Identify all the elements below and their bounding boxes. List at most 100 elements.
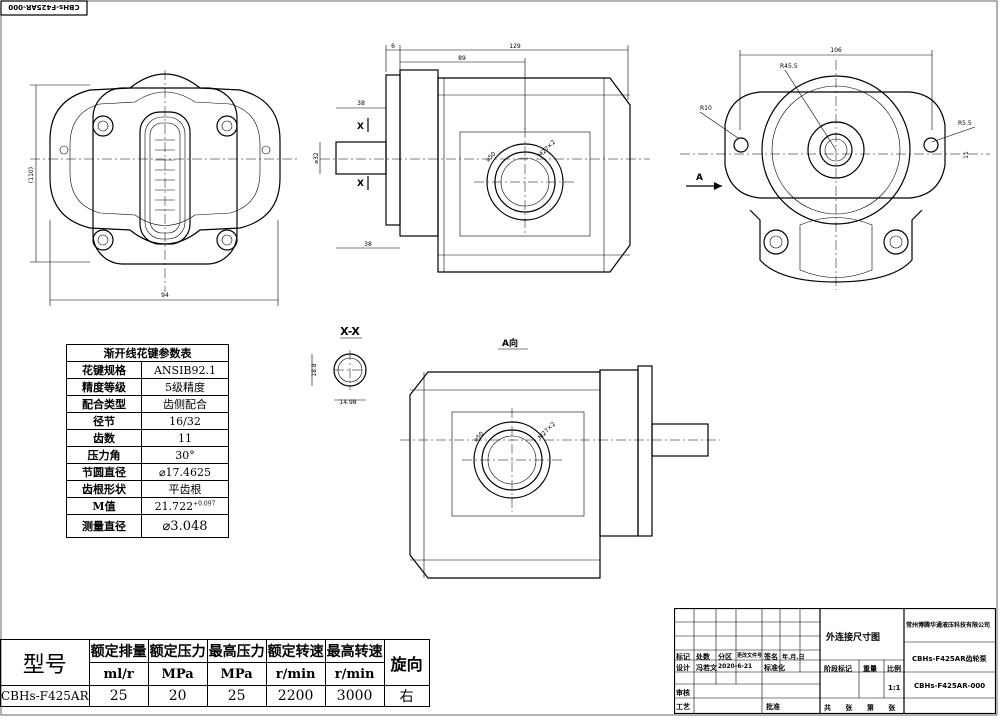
param-key: M值 — [66, 497, 142, 515]
dim-side-body: 89 — [458, 55, 466, 62]
dim-side-overall: 129 — [509, 43, 521, 50]
header-rated-pressure: 额定压力 — [147, 639, 208, 663]
table-row: 配合类型齿侧配合 — [66, 395, 229, 413]
title-block-grid — [674, 608, 996, 714]
dim-side-flange: 6 — [391, 43, 395, 50]
param-key: 测量直径 — [66, 514, 142, 538]
side-view: 6 129 89 38 38 ⌀32 ⌀50 M27×2 X X — [313, 43, 650, 273]
table-row: 齿根形状平齿根 — [66, 480, 229, 498]
a-view: A向 ⌀50 M27×2 — [400, 337, 720, 579]
stamp-box — [0, 0, 88, 16]
dim-side-shaft-diameter: ⌀32 — [313, 152, 320, 163]
sheet-count: 共 张 第 张 — [824, 704, 902, 712]
unit-displacement: ml/r — [88, 662, 149, 686]
a-view-label: A向 — [502, 337, 518, 349]
param-value: 齿侧配合 — [141, 395, 229, 413]
param-key: 精度等级 — [66, 378, 142, 396]
unit-rated-pressure: MPa — [147, 662, 208, 686]
param-key: 配合类型 — [66, 395, 142, 413]
value-rated-speed: 2200 — [265, 685, 326, 707]
unit-max-pressure: MPa — [206, 662, 267, 686]
weight-label: 重量 — [863, 665, 877, 673]
unit-rated-speed: r/min — [265, 662, 326, 686]
value-displacement: 25 — [88, 685, 149, 707]
param-key: 齿根形状 — [66, 480, 142, 498]
company-name: 常州博腾华通液压科技有限公司 — [906, 622, 991, 629]
model-title: 型号 — [0, 639, 90, 686]
rear-view: 106 R45.5 R10 R5.5 11 A — [680, 47, 990, 290]
m-value: 21.722 — [154, 499, 194, 513]
param-value: 21.722+0.097 — [141, 497, 229, 515]
title-block: 外连接尺寸图 常州博腾华通液压科技有限公司 CBHs-F425AR齿轮泵 CBH… — [674, 608, 996, 714]
dim-rear-hub: R45.5 — [780, 63, 798, 70]
param-key: 花键规格 — [66, 361, 142, 379]
row-header-zone: 分区 — [718, 653, 732, 661]
section-label: X-X — [340, 325, 360, 338]
rear-housing-circle — [761, 75, 911, 225]
dim-front-width: 94 — [161, 292, 169, 299]
scale-value: 1:1 — [888, 684, 901, 692]
dim-rear-r5-5: R5.5 — [958, 120, 972, 127]
dim-port-thread: M27×2 — [537, 139, 557, 159]
process-label: 工艺 — [676, 703, 690, 711]
param-key: 节圆直径 — [66, 463, 142, 481]
param-value: 平齿根 — [141, 480, 229, 498]
value-max-pressure: 25 — [206, 685, 267, 707]
row-header-change-doc: 更改文件号 — [737, 653, 763, 659]
approve-label: 批准 — [766, 703, 780, 711]
rear-view-arrow-label: A — [696, 173, 703, 183]
m-tolerance: +0.097 — [193, 499, 216, 507]
param-value: 30° — [141, 446, 229, 464]
spline-table-title: 渐开线花键参数表 — [66, 344, 229, 362]
unit-max-speed: r/min — [324, 662, 385, 686]
header-max-pressure: 最高压力 — [206, 639, 267, 663]
stamp-text: CBHs-F425AR-000 — [8, 3, 79, 11]
row-header-mark: 标记 — [676, 653, 690, 661]
param-key: 径节 — [66, 412, 142, 430]
row-header-count: 处数 — [696, 653, 710, 661]
param-value: 5级精度 — [141, 378, 229, 396]
dim-side-pilot-len: 38 — [364, 241, 372, 248]
param-value: ⌀3.048 — [141, 514, 229, 538]
header-rotation: 旋向 — [383, 639, 430, 686]
designer-name: 冯若文 — [696, 664, 717, 672]
value-rated-pressure: 20 — [147, 685, 208, 707]
review-label: 审核 — [676, 689, 690, 697]
param-key: 齿数 — [66, 429, 142, 447]
dim-front-height: (110) — [28, 167, 35, 183]
param-value: ⌀17.4625 — [141, 463, 229, 481]
standardize-label: 标准化 — [764, 664, 785, 672]
a-view-port-large: ⌀50 — [472, 430, 485, 443]
dim-rear-r10: R10 — [700, 105, 712, 112]
dim-section-width: 14.98 — [339, 399, 356, 406]
model-table: 型号 额定排量 额定压力 最高压力 额定转速 最高转速 旋向 ml/r MPa … — [0, 639, 430, 707]
drawing-title: 外连接尺寸图 — [826, 633, 881, 643]
row-header-date: 年.月.日 — [782, 654, 805, 661]
scale-label: 比例 — [887, 665, 901, 673]
param-key: 压力角 — [66, 446, 142, 464]
dim-port-large: ⌀50 — [484, 150, 497, 163]
a-view-port-thread: M27×2 — [537, 421, 557, 441]
dim-section-height: 18.8 — [311, 363, 318, 377]
dim-rear-11: 11 — [963, 151, 970, 159]
cut-mark-top: X — [357, 122, 364, 132]
dim-side-shaft-len: 38 — [357, 100, 365, 107]
section-xx: X-X 18.8 14.98 — [311, 325, 367, 406]
stage-label: 阶段标记 — [824, 665, 852, 673]
table-row: 节圆直径⌀17.4625 — [66, 463, 229, 481]
header-rated-speed: 额定转速 — [265, 639, 326, 663]
value-rotation: 右 — [383, 685, 430, 707]
header-displacement: 额定排量 — [88, 639, 149, 663]
cut-mark-bottom: X — [357, 179, 364, 189]
value-model: CBHs-F425AR — [0, 685, 90, 707]
